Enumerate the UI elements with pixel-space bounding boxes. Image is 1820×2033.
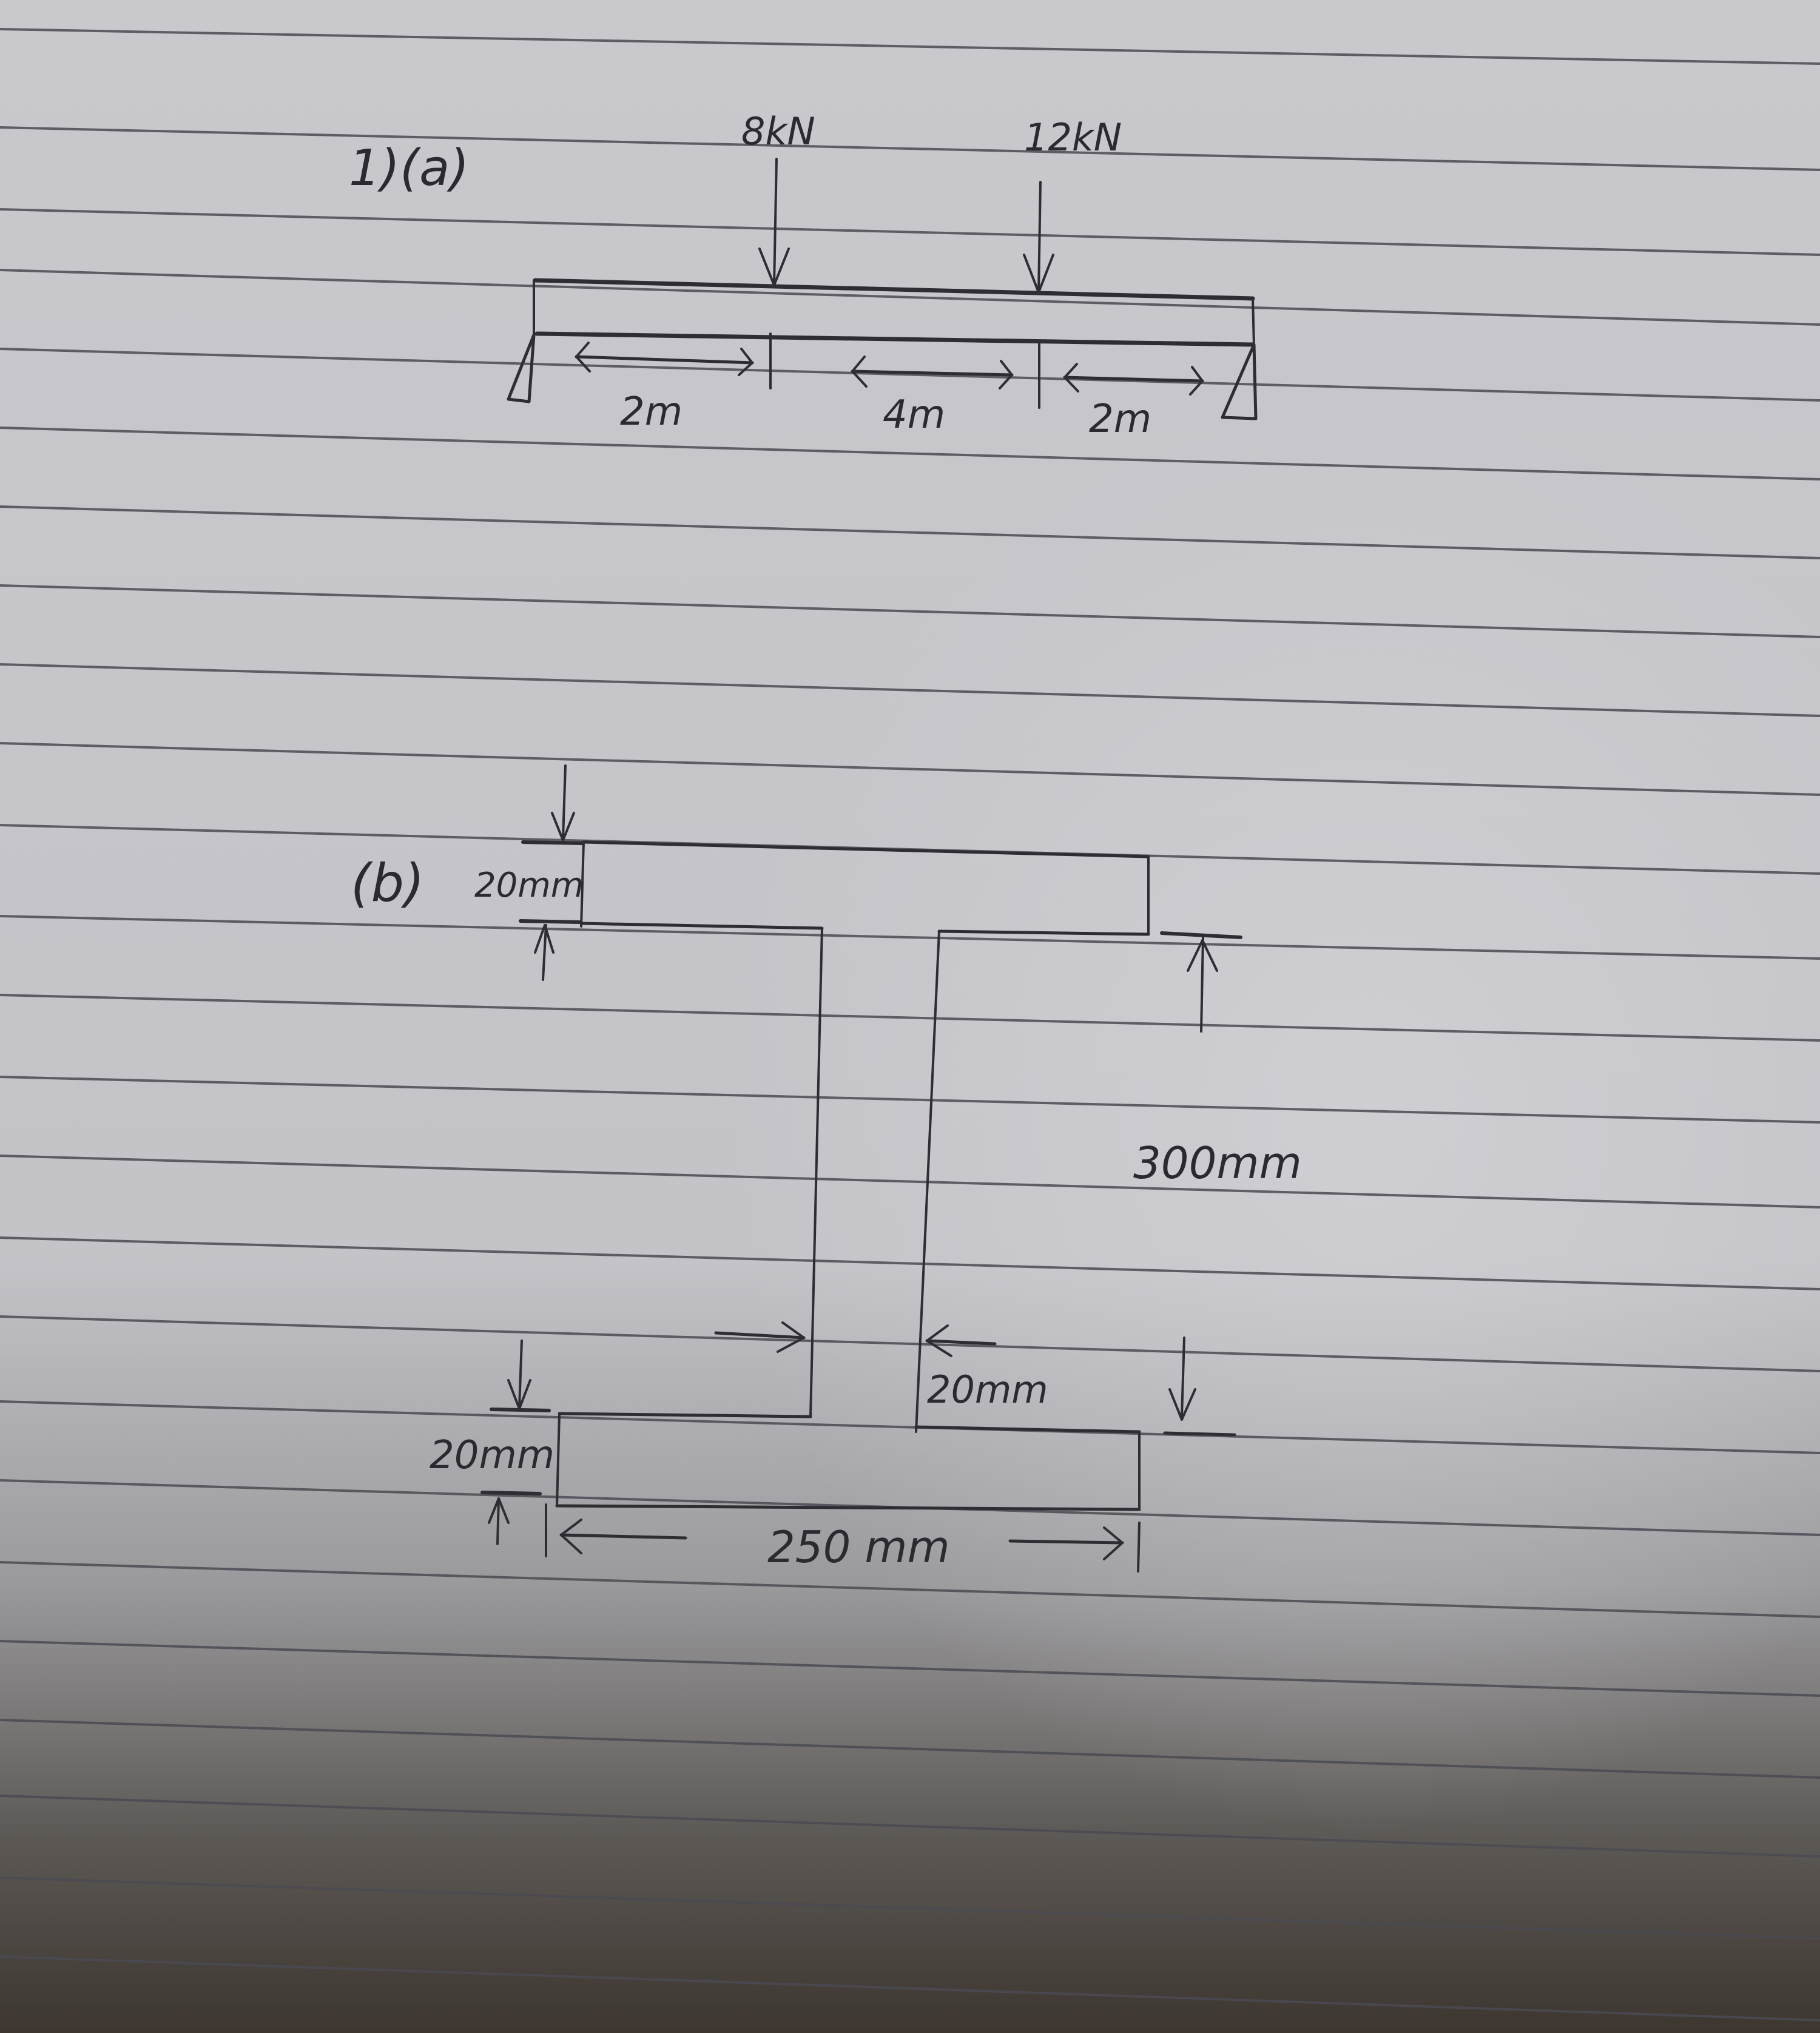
web-thickness-dimension bbox=[714, 1321, 997, 1357]
left-support-icon bbox=[507, 333, 536, 403]
part-b-label: (b) bbox=[351, 853, 425, 914]
web-height-dimension bbox=[1160, 931, 1242, 1437]
top-flange-thickness-dimension bbox=[519, 764, 584, 981]
right-support-icon bbox=[1221, 343, 1258, 420]
load-label-12kn: 12kN bbox=[1024, 115, 1122, 160]
beam bbox=[533, 278, 1255, 347]
top-flange-thickness-label: 20mm bbox=[474, 866, 584, 905]
bottom-flange-thickness-label: 20mm bbox=[430, 1433, 554, 1478]
span-label-middle: 4m bbox=[883, 393, 945, 437]
span-label-right: 2m bbox=[1089, 397, 1151, 442]
bottom-flange-thickness-dimension bbox=[480, 1340, 551, 1545]
flange-width-label: 250 mm bbox=[767, 1522, 950, 1573]
span-dimensions bbox=[575, 332, 1204, 409]
span-label-left: 2m bbox=[620, 389, 682, 434]
part-a-label: 1)(a) bbox=[349, 140, 469, 197]
part-a-beam-diagram: 1)(a) 8kN 12kN bbox=[349, 109, 1258, 442]
web-height-label: 300mm bbox=[1133, 1138, 1302, 1188]
web-thickness-label: 20mm bbox=[927, 1367, 1048, 1412]
load-label-8kn: 8kN bbox=[741, 109, 815, 153]
i-section-outline bbox=[555, 840, 1150, 1511]
part-b-i-section: (b) 20mm bbox=[351, 764, 1302, 1573]
flange-width-dimension bbox=[545, 1503, 1141, 1573]
